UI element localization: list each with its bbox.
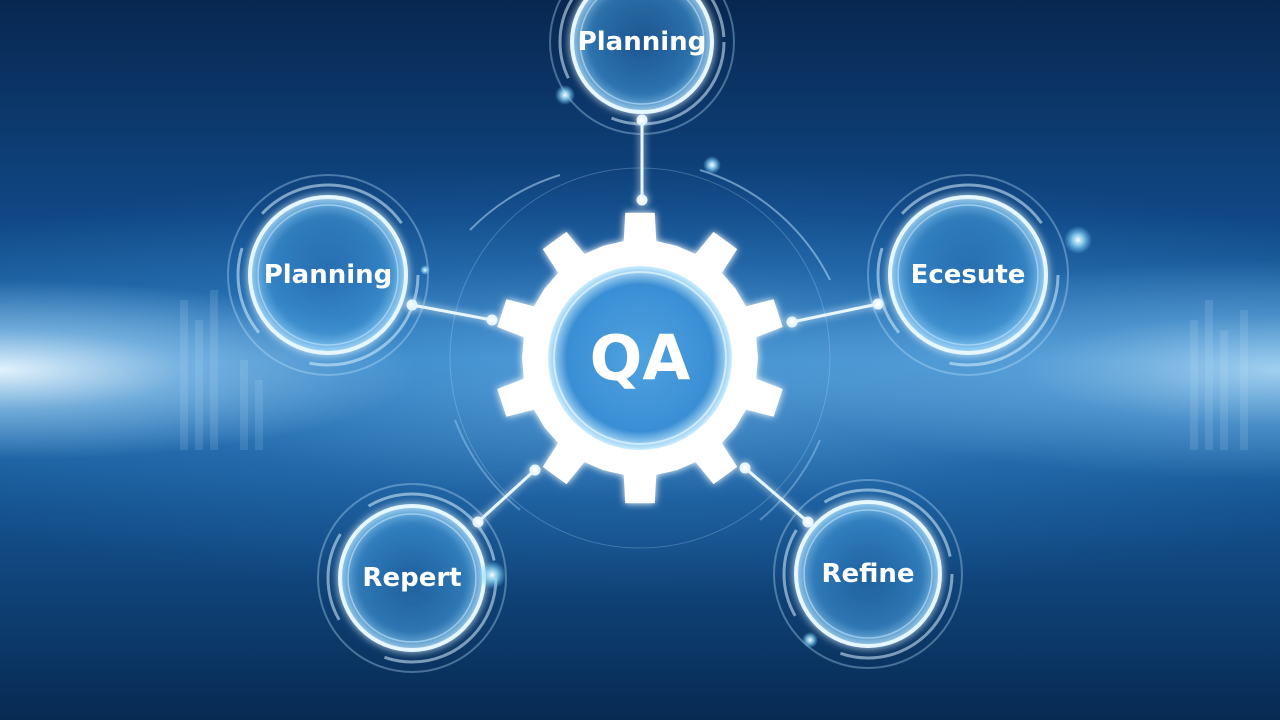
node-outer-ring: [317, 483, 507, 673]
center-label: QA: [590, 322, 691, 395]
node-arc-ring: [782, 488, 954, 660]
node-outer-ring: [549, 0, 735, 135]
connector-line: [791, 302, 879, 324]
connector-dot: [636, 194, 648, 206]
connector-dot: [486, 314, 498, 326]
node-planning-left: Planning: [227, 174, 429, 376]
node-refine: Refine: [773, 479, 963, 669]
node-label: Planning: [264, 260, 393, 290]
connector-line: [411, 303, 493, 322]
connectors: [406, 114, 884, 528]
node-label: Refine: [821, 559, 914, 589]
node-label: Ecesute: [911, 260, 1026, 290]
node-label: Repert: [362, 563, 461, 593]
connector-line: [744, 466, 809, 524]
node-inner-ring: [579, 0, 705, 105]
node-label: Planning: [578, 27, 707, 57]
connector-dot: [786, 316, 798, 328]
connector-dot: [802, 516, 814, 528]
node-outer-ring: [227, 174, 429, 376]
node-inner-ring: [257, 204, 399, 346]
node-arc-ring: [236, 183, 420, 367]
node-circle: [888, 195, 1048, 355]
node-arc-ring: [558, 0, 726, 126]
node-outer-ring: [867, 174, 1069, 376]
connector-line: [476, 468, 537, 524]
orbit-rings: [449, 167, 831, 549]
node-report: Repert: [317, 483, 507, 673]
node-circle: [570, 0, 714, 114]
node-inner-ring: [803, 509, 933, 639]
node-circle: [248, 195, 408, 355]
gear-core: [548, 266, 732, 450]
connector-dot: [529, 464, 541, 476]
node-outer-ring: [773, 479, 963, 669]
node-inner-ring: [347, 513, 477, 643]
sparkles: [420, 85, 1092, 648]
node-arc-ring: [876, 183, 1060, 367]
background-bars: [180, 290, 1248, 450]
node-execute: Ecesute: [867, 174, 1069, 376]
node-circle: [794, 500, 942, 648]
node-inner-ring: [897, 204, 1039, 346]
connector-dot: [739, 462, 751, 474]
gear-icon: QA: [497, 212, 783, 504]
node-planning-top: Planning: [549, 0, 735, 135]
